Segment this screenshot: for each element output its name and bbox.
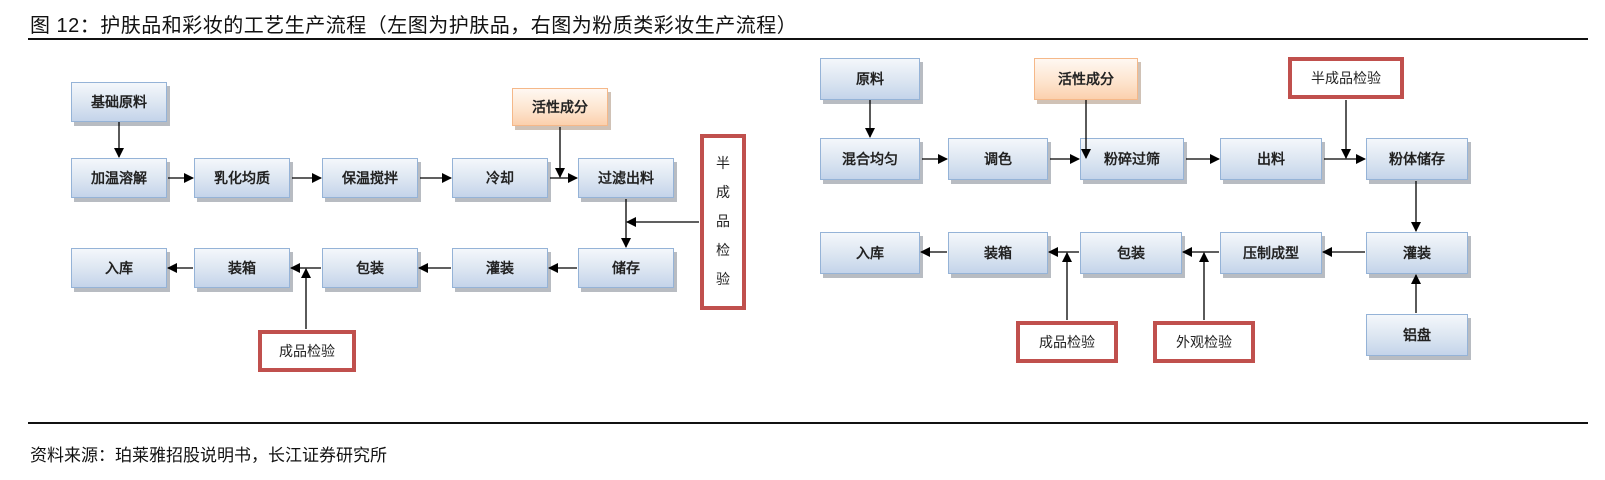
node-warehouse: 入库	[820, 232, 920, 274]
node-boxing: 装箱	[194, 248, 290, 288]
semi-check-char: 检	[716, 242, 730, 259]
node-mix: 混合均匀	[820, 138, 920, 180]
node-semi-finished-inspection: 半 成 品 检 验	[700, 134, 746, 310]
node-raw-material: 原料	[820, 58, 920, 100]
semi-check-char: 品	[716, 213, 730, 230]
node-final-inspection: 成品检验	[1016, 321, 1118, 363]
figure-title: 图 12：护肤品和彩妆的工艺生产流程（左图为护肤品，右图为粉质类彩妆生产流程）	[30, 15, 798, 37]
semi-check-char: 成	[716, 184, 730, 201]
node-active-ingredient: 活性成分	[1034, 58, 1138, 100]
node-heat-dissolve: 加温溶解	[71, 158, 167, 198]
node-powder-storage: 粉体储存	[1366, 138, 1468, 180]
node-emulsify: 乳化均质	[194, 158, 290, 198]
source-note: 资料来源：珀莱雅招股说明书，长江证券研究所	[30, 446, 387, 465]
node-packaging: 包装	[322, 248, 418, 288]
node-base-raw-material: 基础原料	[71, 82, 167, 122]
node-filling: 灌装	[1366, 232, 1468, 274]
node-crush-sieve: 粉碎过筛	[1080, 138, 1184, 180]
semi-check-char: 验	[716, 271, 730, 288]
node-discharge: 出料	[1220, 138, 1322, 180]
node-color-adjust: 调色	[948, 138, 1048, 180]
node-aluminum-tray: 铝盘	[1366, 314, 1468, 356]
node-filter-discharge: 过滤出料	[578, 158, 674, 198]
node-semi-finished-inspection: 半成品检验	[1288, 57, 1404, 99]
node-packaging: 包装	[1080, 232, 1182, 274]
node-appearance-inspection: 外观检验	[1153, 321, 1255, 363]
node-boxing: 装箱	[948, 232, 1048, 274]
node-press-molding: 压制成型	[1220, 232, 1322, 274]
title-rule	[28, 38, 1588, 40]
node-storage: 储存	[578, 248, 674, 288]
node-active-ingredient: 活性成分	[512, 88, 608, 126]
footer-rule	[28, 422, 1588, 424]
node-cool: 冷却	[452, 158, 548, 198]
node-stir: 保温搅拌	[322, 158, 418, 198]
node-final-inspection: 成品检验	[258, 330, 356, 372]
semi-check-char: 半	[716, 155, 730, 172]
node-filling: 灌装	[452, 248, 548, 288]
node-warehouse: 入库	[71, 248, 167, 288]
